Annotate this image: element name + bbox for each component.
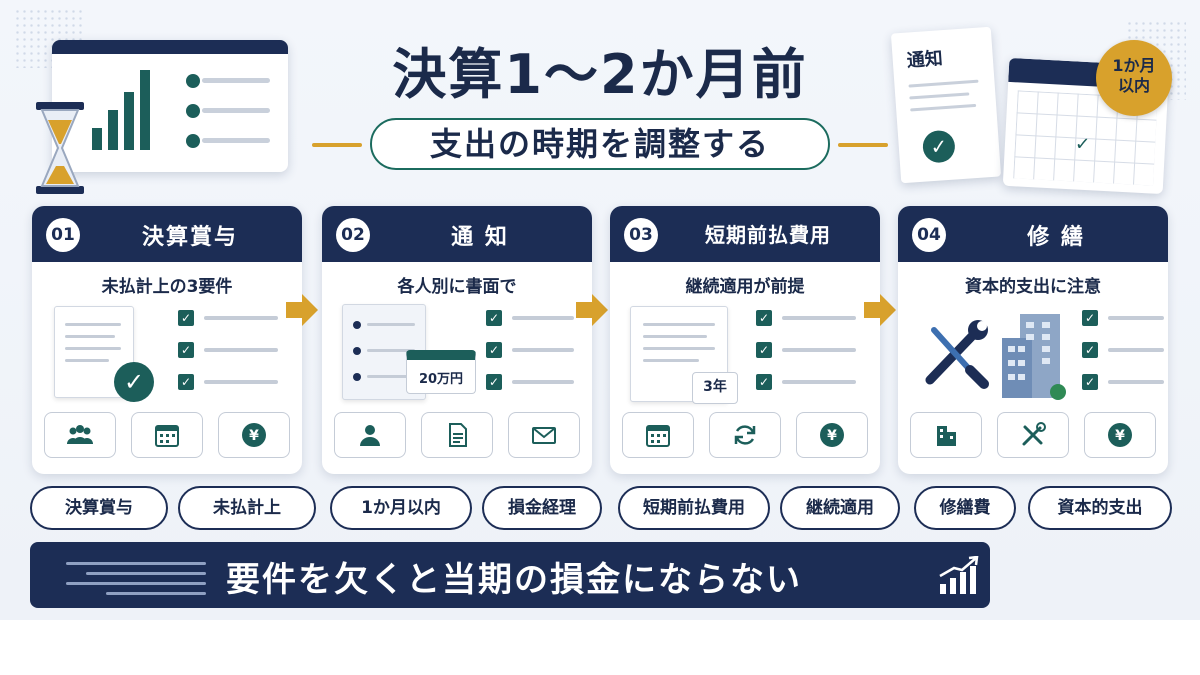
hourglass-icon xyxy=(36,102,84,194)
card-title: 通 知 xyxy=(451,225,509,250)
step-card-2: 02 通 知 各人別に書面で 20万円 ✓ ✓ ✓ xyxy=(322,206,592,474)
card-subtitle: 資本的支出に注意 xyxy=(965,277,1101,297)
growth-chart-icon xyxy=(939,556,979,594)
check-icon: ✓ xyxy=(1074,133,1091,156)
step-number: 01 xyxy=(46,218,80,252)
banner-text: 要件を欠くと当期の損金にならない xyxy=(226,560,802,600)
card-header: 01 決算賞与 xyxy=(32,206,302,262)
icon-row: ¥ xyxy=(622,412,868,458)
card-header: 04 修 繕 xyxy=(898,206,1168,262)
arrow-right-icon xyxy=(576,294,608,326)
calendar-icon xyxy=(131,412,203,458)
yen-icon: ¥ xyxy=(218,412,290,458)
step-card-1: 01 決算賞与 未払計上の3要件 ✓ ✓ ✓ ✓ ¥ xyxy=(32,206,302,474)
icon-row: ¥ xyxy=(44,412,290,458)
calendar-icon xyxy=(622,412,694,458)
arrow-right-icon xyxy=(286,294,318,326)
step-number: 02 xyxy=(336,218,370,252)
card-title: 短期前払費用 xyxy=(705,223,831,247)
monitor-titlebar xyxy=(52,40,288,54)
card-subtitle: 継続適用が前提 xyxy=(685,277,805,297)
checkbox-icon: ✓ xyxy=(486,310,502,326)
text-line xyxy=(202,138,270,143)
warning-banner: 要件を欠くと当期の損金にならない xyxy=(30,542,990,608)
badge-line: 1か月 xyxy=(1112,56,1156,75)
speed-line xyxy=(66,582,206,585)
checkbox-icon: ✓ xyxy=(756,310,772,326)
keyword-pill: 損金経理 xyxy=(482,486,602,530)
card-title: 修 繕 xyxy=(1027,225,1085,250)
notice-label: 通知 xyxy=(906,48,944,72)
speed-line xyxy=(106,592,206,595)
check-icon xyxy=(186,74,200,88)
divider xyxy=(838,143,888,147)
building-illustration xyxy=(1002,314,1066,400)
keyword-pill: 決算賞与 xyxy=(30,486,168,530)
checkbox-icon: ✓ xyxy=(1082,342,1098,358)
keyword-pill: 未払計上 xyxy=(178,486,316,530)
text-line xyxy=(908,79,979,88)
card-header: 02 通 知 xyxy=(322,206,592,262)
card-title: 決算賞与 xyxy=(141,225,238,250)
speed-line xyxy=(66,562,206,565)
text-line xyxy=(910,103,977,112)
people-icon xyxy=(44,412,116,458)
step-number: 04 xyxy=(912,218,946,252)
person-icon xyxy=(334,412,406,458)
bar-chart-icon xyxy=(92,70,150,150)
check-icon xyxy=(186,134,200,148)
step-card-4: 04 修 繕 資本的支出に注意 ✓ ✓ ✓ ¥ xyxy=(898,206,1168,474)
card-subtitle: 未払計上の3要件 xyxy=(101,277,233,297)
wrench-screwdriver-icon xyxy=(925,320,989,389)
keyword-pill: 1か月以内 xyxy=(330,486,472,530)
checkbox-icon: ✓ xyxy=(1082,310,1098,326)
step-number: 03 xyxy=(624,218,658,252)
checkbox-icon: ✓ xyxy=(756,374,772,390)
checkbox-icon: ✓ xyxy=(486,374,502,390)
building-icon xyxy=(910,412,982,458)
text-line xyxy=(202,78,270,83)
speed-line xyxy=(86,572,206,575)
period-tag: 3年 xyxy=(692,372,738,404)
subtitle-group: 支出の時期を調整する xyxy=(312,118,888,170)
divider xyxy=(312,143,362,147)
tools-icon xyxy=(997,412,1069,458)
deadline-badge: 1か月 以内 xyxy=(1096,40,1172,116)
step-card-3: 03 短期前払費用 継続適用が前提 3年 ✓ ✓ ✓ ¥ xyxy=(610,206,880,474)
card-header: 03 短期前払費用 xyxy=(610,206,880,262)
subtitle: 支出の時期を調整する xyxy=(370,118,830,170)
mail-icon xyxy=(508,412,580,458)
checkbox-icon: ✓ xyxy=(178,310,194,326)
arrow-right-icon xyxy=(864,294,896,326)
keyword-pill: 修繕費 xyxy=(914,486,1016,530)
text-line xyxy=(202,108,270,113)
checkbox-icon: ✓ xyxy=(178,342,194,358)
checkbox-icon: ✓ xyxy=(486,342,502,358)
icon-row: ¥ xyxy=(910,412,1156,458)
checkbox-icon: ✓ xyxy=(1082,374,1098,390)
page-title: 決算1〜2か月前 xyxy=(392,43,808,106)
card-subtitle: 各人別に書面で xyxy=(397,277,517,297)
keyword-pill: 継続適用 xyxy=(780,486,900,530)
svg-text:¥: ¥ xyxy=(249,428,259,444)
keyword-pill: 短期前払費用 xyxy=(618,486,770,530)
badge-line: 以内 xyxy=(1117,76,1150,95)
yen-icon: ¥ xyxy=(796,412,868,458)
dashboard-illustration xyxy=(52,40,288,172)
text-line xyxy=(909,92,970,100)
svg-text:¥: ¥ xyxy=(827,428,837,444)
keyword-pill: 資本的支出 xyxy=(1028,486,1172,530)
checkbox-icon: ✓ xyxy=(178,374,194,390)
amount-tag: 20万円 xyxy=(406,350,476,394)
check-circle-icon: ✓ xyxy=(114,362,154,402)
checkbox-icon: ✓ xyxy=(756,342,772,358)
document-icon xyxy=(421,412,493,458)
yen-icon: ¥ xyxy=(1084,412,1156,458)
notice-document-illustration: 通知 ✓ xyxy=(890,26,1002,184)
icon-row xyxy=(334,412,580,458)
check-icon: ✓ xyxy=(921,129,956,164)
refresh-icon xyxy=(709,412,781,458)
check-icon xyxy=(186,104,200,118)
svg-text:¥: ¥ xyxy=(1115,428,1125,444)
